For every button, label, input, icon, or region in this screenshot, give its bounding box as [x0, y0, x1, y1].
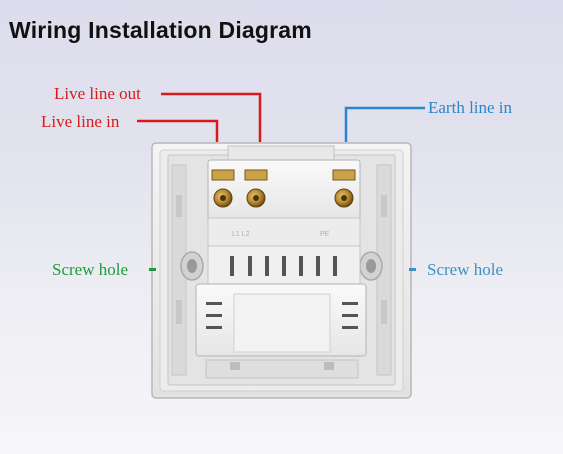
- label-live-line-out: Live line out: [54, 84, 141, 103]
- diagram-title: Wiring Installation Diagram: [9, 17, 312, 43]
- label-earth-line-in: Earth line in: [428, 98, 513, 117]
- svg-text:PE: PE: [320, 231, 330, 238]
- terminal-screw-live-in: [211, 169, 235, 208]
- screw-hole-left: [180, 251, 204, 281]
- socket-body: [195, 245, 367, 357]
- leader-live-out: [161, 92, 262, 142]
- svg-text:L1 L2: L1 L2: [232, 231, 250, 238]
- leader-live-in: [137, 119, 219, 142]
- screw-hole-right: [359, 251, 383, 281]
- leader-screw-right: [409, 268, 416, 271]
- leader-screw-left: [149, 268, 156, 271]
- label-screw-hole-right: Screw hole: [427, 260, 504, 279]
- terminal-screw-earth: [332, 169, 356, 208]
- terminal-screw-live-out: [244, 169, 268, 208]
- label-screw-hole-left: Screw hole: [52, 260, 129, 279]
- leader-earth-in: [344, 106, 425, 142]
- label-live-line-in: Live line in: [41, 112, 120, 131]
